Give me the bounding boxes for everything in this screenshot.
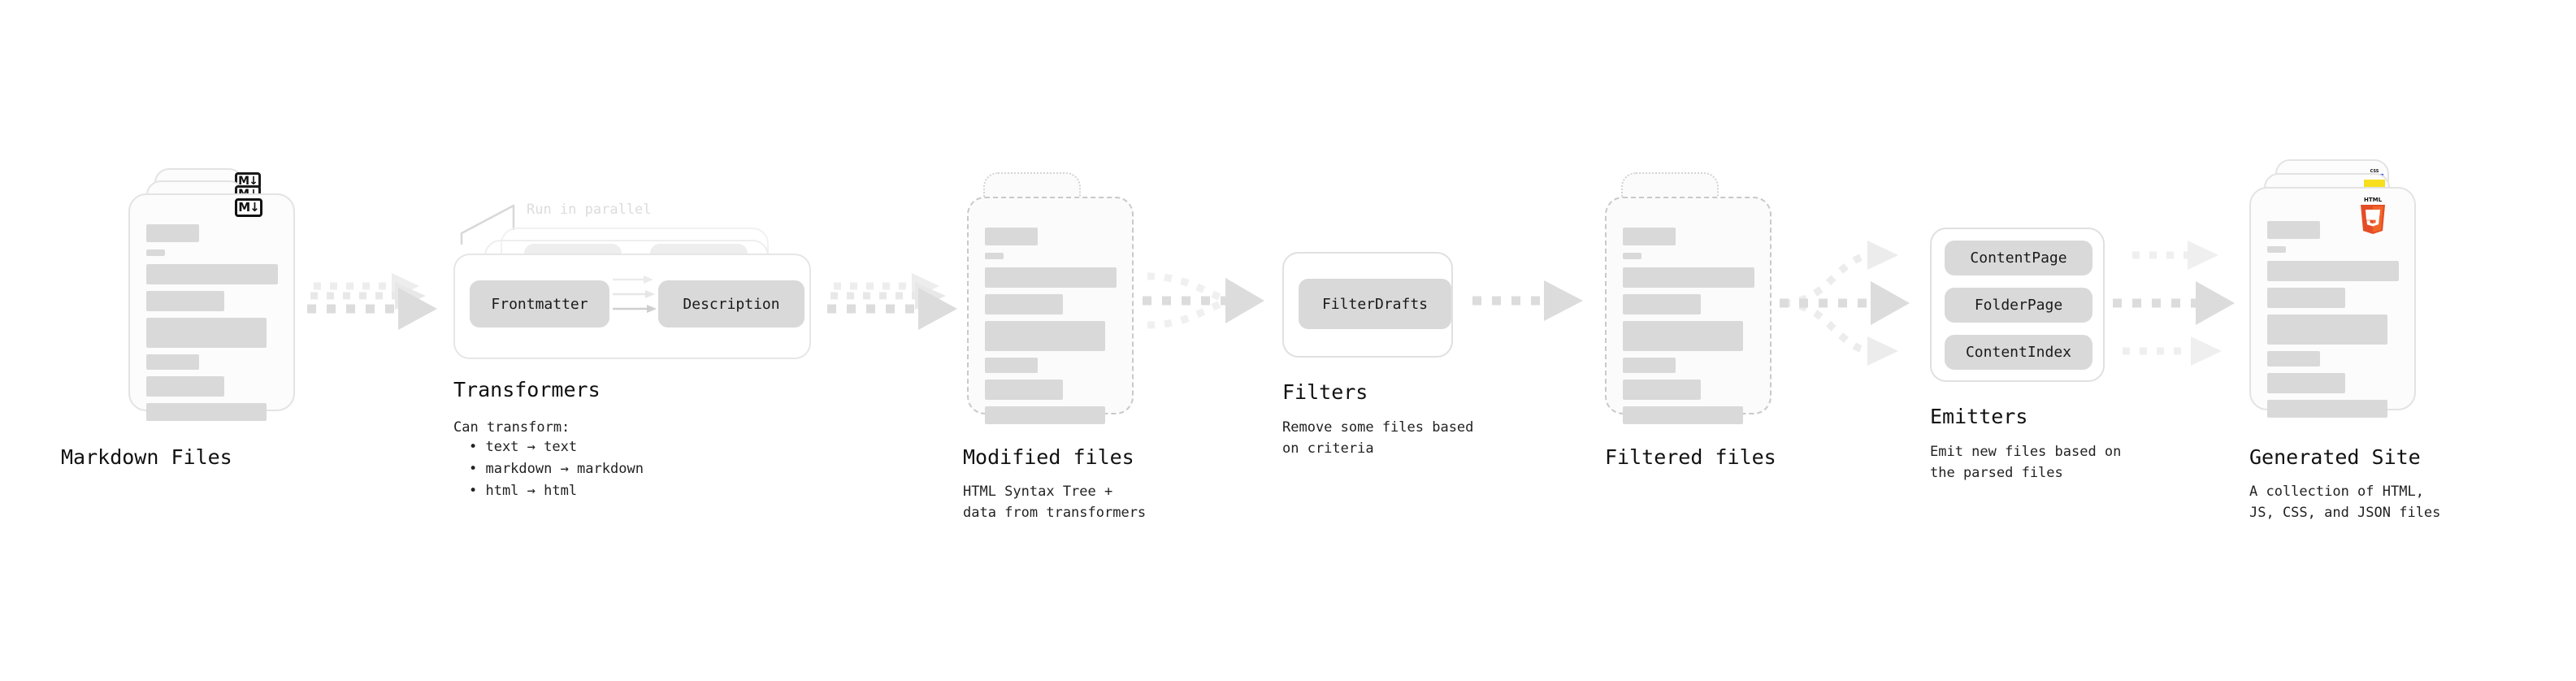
card-bar	[1623, 358, 1676, 373]
card-bar	[985, 267, 1117, 288]
stage-title-markdown-files: Markdown Files	[61, 445, 232, 469]
transformer-inner-arrows	[613, 275, 657, 313]
card-bar	[1623, 380, 1701, 400]
filter-pill-filterdrafts[interactable]: FilterDrafts	[1299, 279, 1451, 329]
card-bar	[985, 406, 1105, 424]
card-bar	[2267, 400, 2387, 418]
site-card-front	[2249, 187, 2416, 418]
run-in-parallel-label: Run in parallel	[527, 202, 652, 218]
connector-modified-to-filters	[1143, 272, 1264, 329]
stage-subtitle-modified-files: HTML Syntax Tree + data from transformer…	[963, 484, 1147, 522]
card-bar	[146, 224, 199, 242]
markdown-card-front	[128, 193, 295, 421]
card-bar	[146, 318, 267, 348]
card-bar	[146, 354, 199, 370]
stage-title-generated-site: Generated Site	[2249, 445, 2421, 469]
transformer-bullet-1: • markdown → markdown	[469, 461, 644, 477]
transformer-pill-frontmatter[interactable]: Frontmatter	[470, 280, 609, 327]
stage-subtitle-filters: Remove some files based on criteria	[1282, 419, 1474, 458]
emitter-pill-contentpage[interactable]: ContentPage	[1945, 241, 2092, 275]
card-bar	[1623, 267, 1754, 288]
modified-card-front	[967, 197, 1134, 424]
card-bar	[1623, 253, 1641, 259]
run-in-parallel-bracket	[460, 204, 515, 245]
card-bar	[2267, 261, 2399, 281]
card-bar	[146, 291, 224, 311]
stage-title-modified-files: Modified files	[963, 445, 1134, 469]
card-bar	[2267, 246, 2286, 253]
card-bar	[2267, 288, 2345, 308]
transformer-pill-description[interactable]: Description	[658, 280, 804, 327]
stage-title-transformers: Transformers	[453, 378, 601, 401]
stage-title-emitters: Emitters	[1930, 405, 2028, 428]
card-bar	[2267, 221, 2320, 239]
transformer-bullet-2: • html → html	[469, 483, 578, 499]
markdown-badge: M↓	[235, 198, 262, 217]
markdown-badge-back-2: M↓	[235, 172, 261, 189]
transformer-bullet-0: • text → text	[469, 439, 578, 455]
stage-subtitle-generated-site: A collection of HTML, JS, CSS, and JSON …	[2249, 484, 2441, 522]
filtered-card-front	[1605, 197, 1772, 424]
card-bar	[985, 228, 1038, 245]
card-bar	[985, 380, 1063, 400]
card-bar	[985, 253, 1004, 259]
connector-filtered-to-emitters	[1780, 241, 1910, 366]
card-bar	[985, 358, 1038, 373]
connector-transformers-to-modified	[827, 273, 957, 330]
card-bar	[146, 249, 165, 256]
card-bar	[2267, 314, 2387, 345]
connector-md-to-transformers	[307, 273, 437, 330]
card-bar	[146, 403, 267, 421]
emitter-pill-contentindex[interactable]: ContentIndex	[1945, 335, 2092, 370]
card-bar	[1623, 294, 1701, 314]
svg-text:HTML: HTML	[2364, 197, 2383, 203]
card-bar	[2267, 373, 2345, 393]
card-bar	[1623, 321, 1743, 351]
card-bar	[1623, 228, 1676, 245]
card-bar	[985, 321, 1105, 351]
stage-subtitle-emitters: Emit new files based on the parsed files	[1930, 444, 2122, 482]
html5-icon: HTML	[2361, 197, 2385, 234]
card-bar	[146, 376, 224, 397]
card-bar	[985, 294, 1063, 314]
connector-emitters-to-site	[2113, 241, 2235, 366]
stage-subtitle-transformers: Can transform:	[453, 419, 570, 436]
card-bar	[2267, 351, 2320, 367]
card-bar	[1623, 406, 1743, 424]
connector-filters-to-filtered	[1472, 280, 1583, 321]
emitter-pill-folderpage[interactable]: FolderPage	[1945, 288, 2092, 323]
stage-title-filtered-files: Filtered files	[1605, 445, 1776, 469]
stage-title-filters: Filters	[1282, 380, 1368, 404]
card-bar	[146, 264, 278, 284]
